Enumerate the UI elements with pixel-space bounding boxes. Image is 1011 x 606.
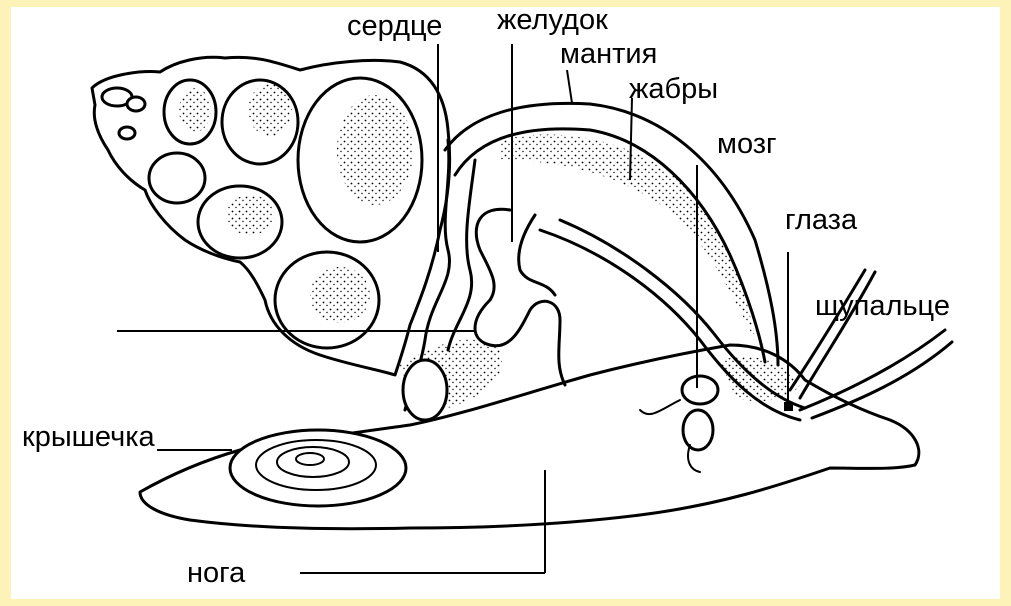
label-operculum: крышечка <box>22 421 156 453</box>
label-tentacle: щупальце <box>815 290 950 322</box>
shell-shading <box>179 88 211 132</box>
shell-chamber <box>149 153 205 203</box>
nerve-ganglion <box>682 376 718 404</box>
heart-vessel <box>448 160 475 350</box>
snail-body <box>140 339 919 528</box>
shell-shading <box>337 95 413 205</box>
label-mantle: мантия <box>560 38 657 70</box>
shell-shading <box>310 267 370 323</box>
shell-chamber <box>127 97 145 111</box>
shell <box>92 57 450 375</box>
operculum <box>230 430 406 506</box>
heart <box>403 360 447 420</box>
label-heart: сердце <box>347 10 442 42</box>
nerve-ganglion <box>683 410 713 450</box>
shell-shading <box>248 84 292 136</box>
label-eyes: глаза <box>785 204 858 236</box>
eye <box>784 402 793 411</box>
label-brain: мозг <box>717 128 777 160</box>
label-stomach: желудок <box>497 4 608 36</box>
gut-tube <box>519 215 555 295</box>
shell-chamber <box>119 127 135 139</box>
gills-shading <box>500 134 755 340</box>
label-gills: жабры <box>629 73 718 105</box>
pointer-mantle <box>567 70 572 103</box>
shell-shading <box>226 195 274 235</box>
label-foot: нога <box>187 557 246 589</box>
